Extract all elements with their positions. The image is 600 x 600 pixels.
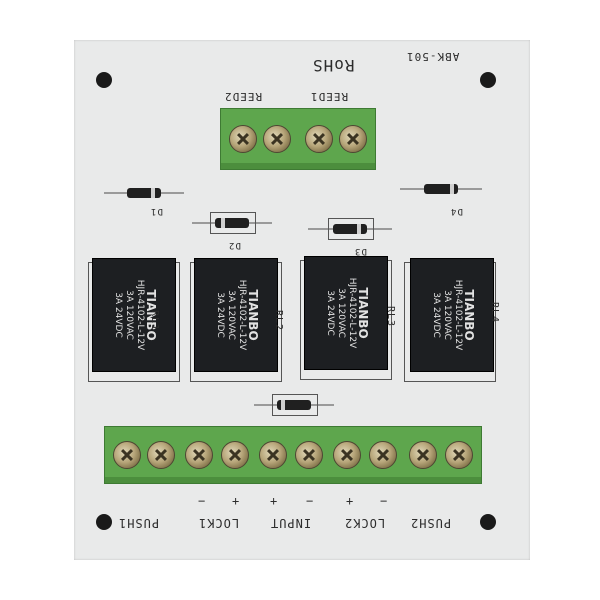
- input-screw-plus[interactable]: [259, 441, 287, 469]
- mounting-hole-top-right: [480, 72, 496, 88]
- input-plus-mark: +: [270, 494, 279, 508]
- d2-label: D2: [228, 240, 241, 250]
- rl3-label: RL3: [385, 306, 396, 328]
- lock2-screw-minus[interactable]: [369, 441, 397, 469]
- rl1-label: RL1: [149, 310, 160, 332]
- input-screw-minus[interactable]: [295, 441, 323, 469]
- reed1-screw-b[interactable]: [339, 125, 367, 153]
- diode-d2: [192, 218, 272, 228]
- rl2-label: RL2: [273, 310, 284, 332]
- rl4-label: RL4: [489, 302, 500, 324]
- relay-rl3: TIANBO HJR-4102-L-12V 3A 120VAC 3A 24VDC: [304, 256, 388, 370]
- d3-outline: [328, 218, 374, 240]
- lock1-screw-minus[interactable]: [185, 441, 213, 469]
- reed2-screw-b[interactable]: [263, 125, 291, 153]
- push1-screw-b[interactable]: [147, 441, 175, 469]
- rohs-label: RoHS: [312, 56, 355, 75]
- reed1-screw-a[interactable]: [305, 125, 333, 153]
- reed1-label: REED1: [310, 90, 349, 103]
- reed-terminal-block[interactable]: [220, 108, 376, 170]
- relay-rl1: TIANBO HJR-4102-L-12V 3A 120VAC 3A 24VDC: [92, 258, 176, 372]
- lock2-screw-plus[interactable]: [333, 441, 361, 469]
- mounting-hole-top-left: [96, 72, 112, 88]
- mounting-hole-bottom-left: [96, 514, 112, 530]
- lock2-label: LOCK2: [344, 516, 386, 530]
- diode-d4: [400, 184, 482, 194]
- pcb-board: ABK-501 RoHS REED2 REED1 D1 D2 D3 D4 TIA…: [74, 40, 530, 560]
- d4-label: D4: [450, 206, 463, 216]
- push1-screw-a[interactable]: [113, 441, 141, 469]
- mounting-hole-bottom-right: [480, 514, 496, 530]
- lock1-label: LOCK1: [198, 516, 240, 530]
- input-minus-mark: −: [306, 494, 315, 508]
- lock1-plus-mark: +: [232, 494, 241, 508]
- diode-d3: [308, 224, 392, 234]
- reed2-screw-a[interactable]: [229, 125, 257, 153]
- diode-d1: [104, 188, 184, 198]
- output-terminal-block[interactable]: [104, 426, 482, 484]
- lock1-screw-plus[interactable]: [221, 441, 249, 469]
- lock1-minus-mark: −: [198, 494, 207, 508]
- push2-screw-b[interactable]: [445, 441, 473, 469]
- push1-label: PUSH1: [118, 516, 160, 530]
- lock2-plus-mark: +: [346, 494, 355, 508]
- reed2-label: REED2: [224, 90, 263, 103]
- relay-rl2: TIANBO HJR-4102-L-12V 3A 120VAC 3A 24VDC: [194, 258, 278, 372]
- push2-label: PUSH2: [410, 516, 452, 530]
- diode-lower: [254, 400, 334, 410]
- relay-rl4: TIANBO HJR-4102-L-12V 3A 120VAC 3A 24VDC: [410, 258, 494, 372]
- input-label: INPUT: [270, 516, 312, 530]
- lock2-minus-mark: −: [380, 494, 389, 508]
- push2-screw-a[interactable]: [409, 441, 437, 469]
- d2-outline: [210, 212, 256, 234]
- lower-diode-outline: [272, 394, 318, 416]
- model-label: ABK-501: [406, 50, 460, 63]
- d3-label: D3: [354, 246, 367, 256]
- d1-label: D1: [150, 206, 163, 216]
